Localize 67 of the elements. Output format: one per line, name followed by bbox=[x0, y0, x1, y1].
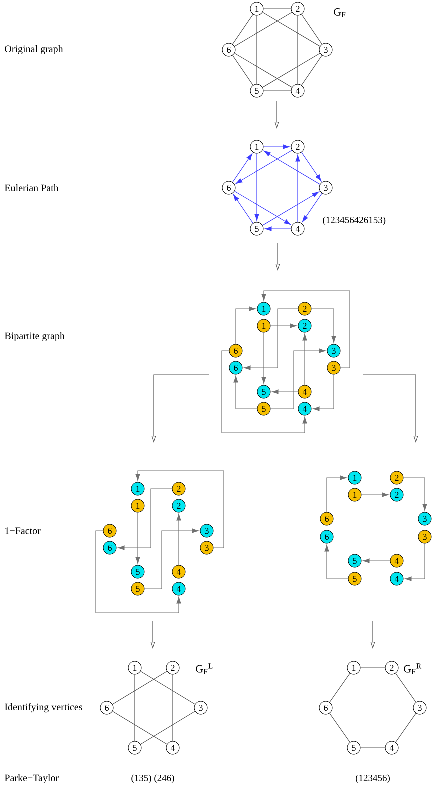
arrow bbox=[404, 543, 426, 582]
arrow bbox=[236, 150, 292, 184]
cycle-label: (123456) bbox=[356, 774, 390, 784]
cycle-label: (123456426153) bbox=[323, 216, 386, 226]
row-label: Parke−Taylor bbox=[4, 774, 59, 784]
arrow bbox=[176, 514, 182, 566]
arrow bbox=[270, 348, 326, 410]
graph-edge bbox=[134, 674, 136, 742]
graph-edge bbox=[232, 55, 254, 86]
graph-edge bbox=[396, 673, 416, 703]
graph-edge bbox=[112, 671, 168, 705]
graph-edge bbox=[263, 8, 292, 10]
row-label: Eulerian Path bbox=[4, 184, 59, 192]
arrow bbox=[403, 478, 428, 512]
arrow bbox=[302, 193, 322, 223]
arrow bbox=[232, 154, 253, 183]
arrow bbox=[263, 144, 290, 150]
graph-edge bbox=[330, 713, 350, 743]
graph-edge bbox=[234, 12, 292, 47]
arrow bbox=[118, 488, 173, 550]
graph-edge bbox=[232, 14, 254, 45]
graph-edge bbox=[302, 14, 322, 45]
graph-edge bbox=[140, 711, 196, 745]
graph-edge bbox=[330, 673, 350, 703]
arrow bbox=[302, 152, 322, 182]
graph-edge bbox=[396, 713, 416, 743]
arrow bbox=[361, 492, 390, 498]
graph-edge bbox=[234, 53, 292, 88]
arrow bbox=[244, 308, 299, 370]
arrow bbox=[234, 376, 258, 410]
arrow bbox=[144, 528, 200, 590]
arrow bbox=[136, 512, 140, 564]
cycle-label: (135) (246) bbox=[132, 774, 174, 784]
arrow bbox=[272, 390, 299, 394]
arrow bbox=[302, 334, 308, 386]
graph-edge bbox=[112, 711, 168, 745]
arrow bbox=[234, 191, 292, 226]
graph-name: G$_{F}$ bbox=[334, 8, 346, 18]
arrow bbox=[233, 194, 254, 224]
graph-edge bbox=[262, 53, 320, 88]
graph-edge bbox=[262, 12, 320, 47]
arrow bbox=[270, 324, 298, 328]
arrow bbox=[262, 290, 350, 368]
graph-edge bbox=[140, 671, 196, 705]
arrow bbox=[96, 530, 182, 614]
arrow bbox=[264, 226, 292, 232]
arrow bbox=[312, 374, 334, 412]
row-label: Identifying vertices bbox=[5, 703, 82, 713]
graph-edge bbox=[172, 674, 174, 742]
arrow bbox=[296, 154, 300, 223]
arrow bbox=[326, 476, 348, 513]
arrow bbox=[264, 150, 320, 185]
row-label: 1−Factor bbox=[6, 528, 41, 534]
arrow bbox=[262, 332, 266, 384]
arrow bbox=[324, 544, 349, 580]
graph-edge bbox=[263, 90, 292, 92]
row-label: Original graph bbox=[5, 45, 64, 55]
arrow bbox=[362, 558, 391, 564]
arrow bbox=[222, 350, 308, 434]
arrow bbox=[254, 153, 260, 222]
graph-edge bbox=[302, 55, 322, 86]
graph-edge bbox=[256, 15, 258, 85]
row-label: Bipartite graph bbox=[4, 332, 65, 342]
arrow bbox=[236, 306, 256, 345]
arrow bbox=[311, 308, 336, 344]
arrow bbox=[136, 470, 224, 548]
arrow bbox=[262, 192, 320, 226]
